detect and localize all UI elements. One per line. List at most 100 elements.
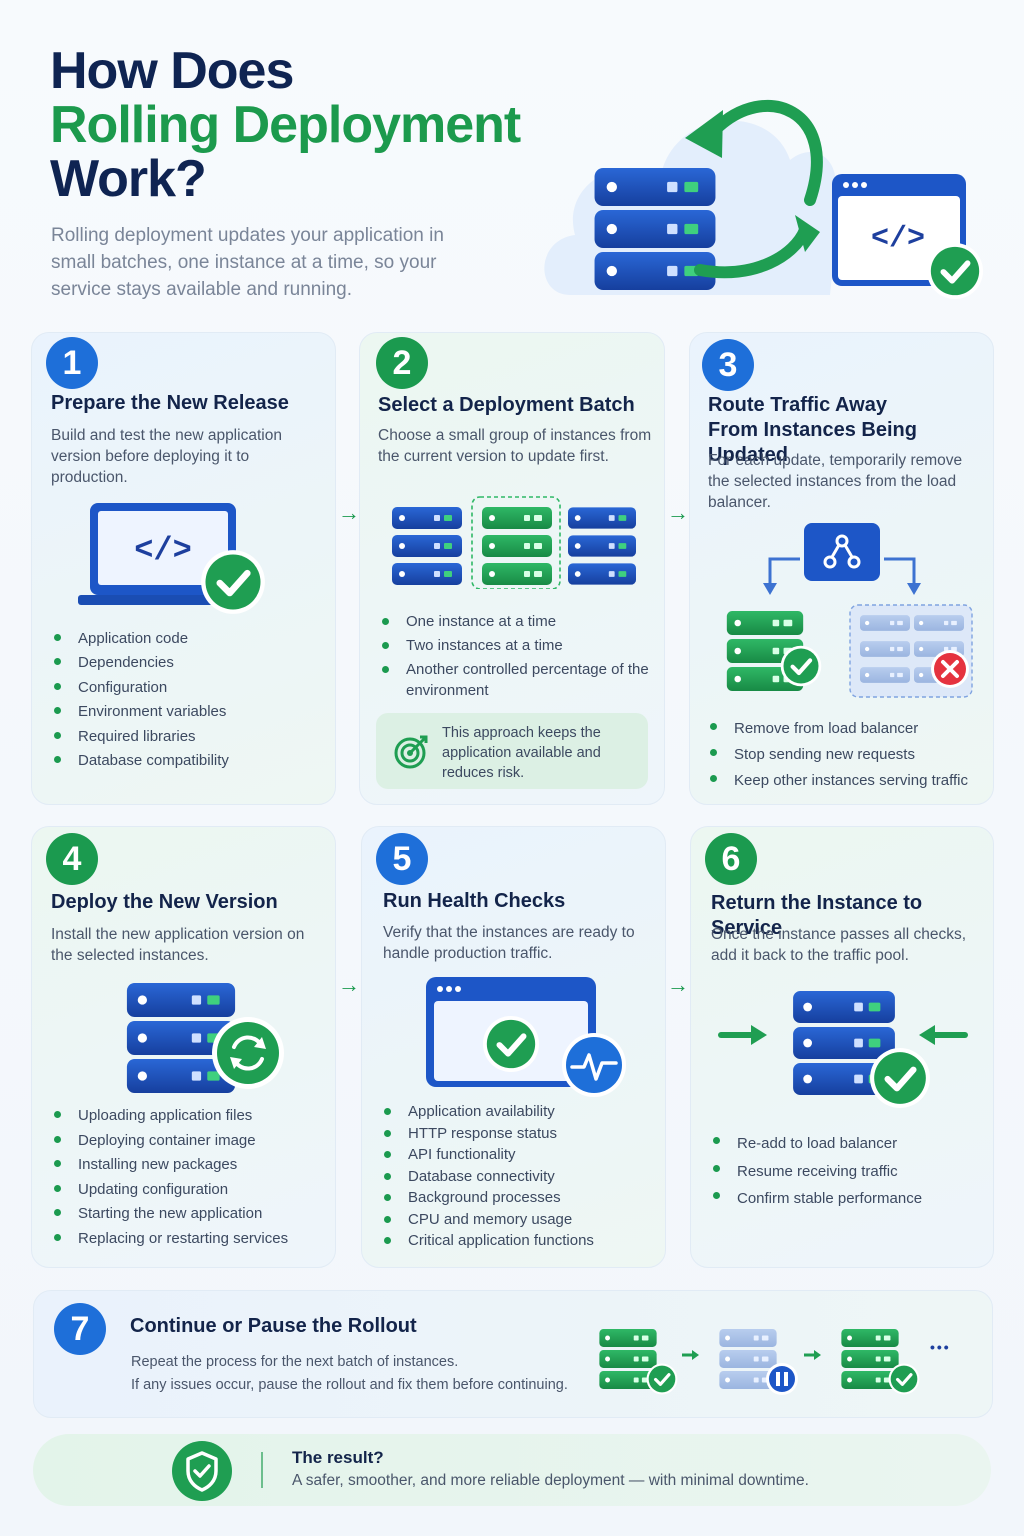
- close-icon: [931, 650, 969, 688]
- deployment-batch-servers: [392, 496, 636, 589]
- step-description: Install the new application version on t…: [51, 926, 305, 964]
- traffic-routing-diagram: [726, 523, 973, 698]
- list-item: Deploying container image: [52, 1129, 288, 1154]
- arrow-right-icon: →: [667, 500, 689, 525]
- step-number-badge: 4: [46, 833, 98, 885]
- list-item: Stop sending new requests: [708, 742, 968, 768]
- page-subtitle: Rolling deployment updates your applicat…: [51, 225, 444, 300]
- info-note: This approach keeps the application avai…: [376, 713, 648, 789]
- list-item: Application code: [52, 627, 229, 651]
- list-item: Re-add to load balancer: [711, 1130, 922, 1158]
- list-item: Two instances at a time: [380, 635, 650, 656]
- list-item: Remove from load balancer: [708, 716, 968, 742]
- step-card-2: 2 Select a Deployment Batch Choose a sma…: [359, 332, 665, 805]
- step-title: Deploy the New Version: [51, 891, 278, 913]
- arrow-right-icon: [804, 1350, 821, 1360]
- hero-illustration: </>: [544, 99, 1000, 310]
- pause-icon: [766, 1363, 798, 1395]
- step-number-badge: 2: [376, 337, 428, 389]
- target-icon: [394, 735, 428, 769]
- check-icon: [927, 243, 983, 299]
- step-card-5: 5 Run Health Checks Verify that the inst…: [361, 826, 666, 1268]
- step-card-1: 1 Prepare the New Release Build and test…: [31, 332, 336, 805]
- sync-icon: [212, 1017, 284, 1089]
- arrow-right-icon: [682, 1350, 699, 1360]
- step-title: Select a Deployment Batch: [378, 394, 635, 416]
- list-item: Updating configuration: [52, 1178, 288, 1203]
- step-description-line-2: If any issues occur, pause the rollout a…: [131, 1377, 568, 1393]
- laptop-icon: </>: [78, 503, 276, 619]
- list-item: Critical application functions: [382, 1230, 594, 1252]
- step-description: For each update, temporarily remove the …: [708, 452, 963, 511]
- step-number-badge: 6: [705, 833, 757, 885]
- arrow-right-icon: →: [338, 972, 360, 997]
- page-title: How Does Rolling Deployment Work?: [50, 42, 521, 208]
- title-line-1: How Does: [50, 42, 294, 100]
- step-items-list: Application availability HTTP response s…: [382, 1101, 594, 1252]
- title-line-3: Work?: [50, 150, 207, 208]
- server-sync-icon: [126, 983, 284, 1093]
- step-title: Prepare the New Release: [51, 392, 289, 414]
- list-item: Replacing or restarting services: [52, 1227, 288, 1252]
- step-title-line-1: Route Traffic Away: [708, 394, 887, 416]
- result-title: The result?: [292, 1448, 384, 1467]
- step-title: Run Health Checks: [383, 890, 566, 912]
- list-item: API functionality: [382, 1144, 594, 1166]
- return-to-service-icon: [718, 991, 968, 1109]
- svg-text:</>: </>: [134, 532, 192, 569]
- heartbeat-icon: [562, 1033, 626, 1097]
- step-items-list: Re-add to load balancer Resume receiving…: [711, 1130, 922, 1213]
- list-item: Another controlled percentage of the env…: [380, 659, 650, 701]
- list-item: HTTP response status: [382, 1123, 594, 1145]
- step-items-list: Uploading application files Deploying co…: [52, 1104, 288, 1252]
- list-item: CPU and memory usage: [382, 1209, 594, 1231]
- step-card-7: 7 Continue or Pause the Rollout Repeat t…: [33, 1290, 993, 1418]
- arrow-head-icon: [795, 215, 820, 252]
- svg-text:</>: </>: [871, 222, 925, 256]
- list-item: Dependencies: [52, 651, 229, 675]
- result-text: A safer, smoother, and more reliable dep…: [292, 1472, 809, 1489]
- step-items-list: Remove from load balancer Stop sending n…: [708, 716, 968, 794]
- step-number-badge: 1: [46, 337, 98, 389]
- arrow-right-icon: →: [667, 972, 689, 997]
- step-description: Choose a small group of instances from t…: [378, 427, 652, 465]
- step-title: Return the Instance to Service: [711, 892, 923, 939]
- step-title: Continue or Pause the Rollout: [130, 1315, 417, 1337]
- list-item: Uploading application files: [52, 1104, 288, 1129]
- step-title-line-2: From Instances Being Updated: [708, 419, 917, 466]
- check-icon: [870, 1048, 930, 1108]
- shield-check-icon: [172, 1441, 232, 1501]
- step-description: Once the instance passes all checks, add…: [711, 926, 967, 964]
- title-line-2: Rolling Deployment: [50, 96, 521, 154]
- list-item: Application availability: [382, 1101, 594, 1123]
- list-item: Confirm stable performance: [711, 1185, 922, 1213]
- step-description: Verify that the instances are ready to h…: [383, 924, 635, 962]
- load-balancer-icon: [804, 523, 880, 581]
- divider: [261, 1452, 263, 1488]
- step-card-3: 3 Route Traffic Away From Instances Bein…: [689, 332, 994, 805]
- step-number-badge: 3: [702, 339, 754, 391]
- arrow-right-icon: →: [338, 500, 360, 525]
- arrow-right-icon: [718, 1025, 767, 1045]
- check-icon: [483, 1016, 539, 1072]
- step-items-list: Application code Dependencies Configurat…: [52, 627, 229, 773]
- list-item: Starting the new application: [52, 1202, 288, 1227]
- result-banner: The result? A safer, smoother, and more …: [33, 1434, 991, 1506]
- step-items-list: One instance at a time Two instances at …: [380, 611, 650, 701]
- health-check-window: [426, 977, 626, 1097]
- list-item: One instance at a time: [380, 611, 650, 632]
- step-number-badge: 5: [376, 833, 428, 885]
- note-text: This approach keeps the application avai…: [442, 725, 601, 781]
- hero-section: How Does Rolling Deployment Work? Rollin…: [0, 0, 1024, 320]
- list-item: Required libraries: [52, 725, 229, 749]
- list-item: Keep other instances serving traffic: [708, 768, 968, 794]
- list-item: Background processes: [382, 1187, 594, 1209]
- arrow-head-icon: [685, 110, 723, 158]
- step-number-badge: 7: [54, 1303, 106, 1355]
- list-item: Configuration: [52, 676, 229, 700]
- list-item: Database compatibility: [52, 749, 229, 773]
- step-title: Route Traffic Away From Instances Being …: [708, 393, 998, 468]
- list-item: Environment variables: [52, 700, 229, 724]
- arrow-left-icon: [919, 1025, 968, 1045]
- step-description: Repeat the process for the next batch of…: [131, 1351, 581, 1397]
